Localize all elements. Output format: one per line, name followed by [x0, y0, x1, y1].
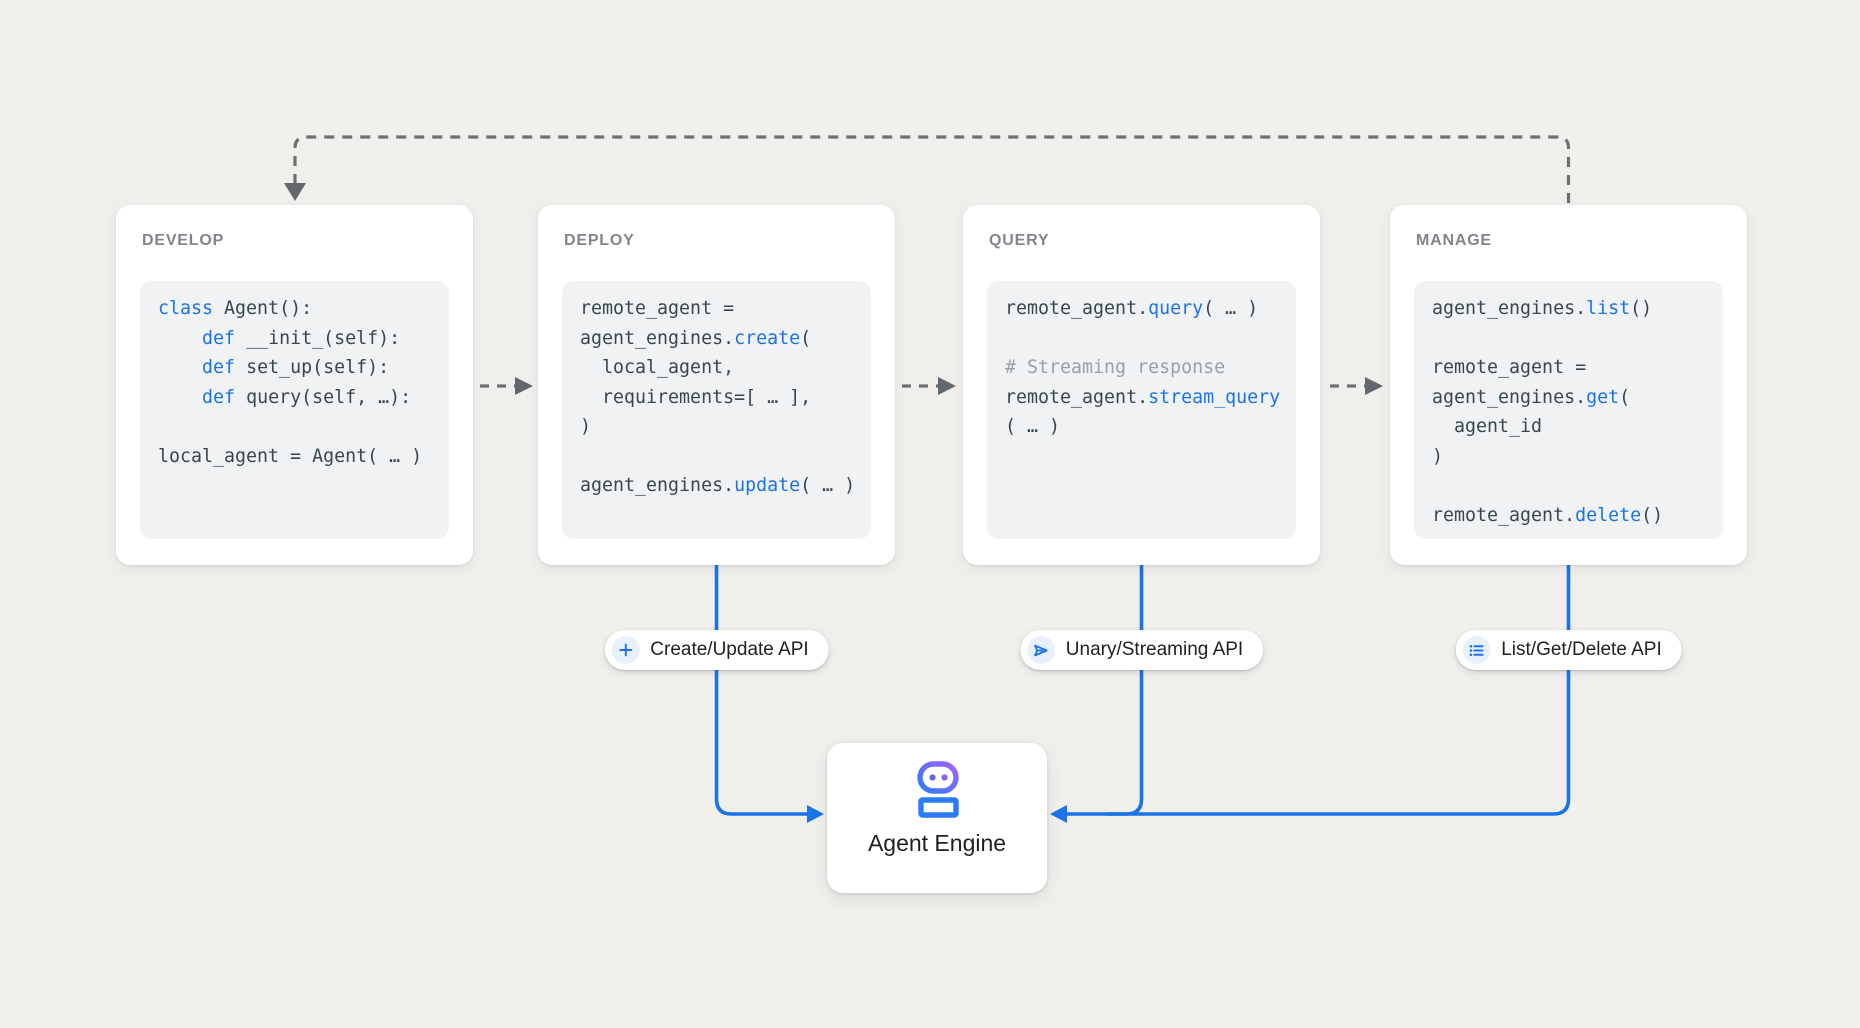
pill-create-update-api: Create/Update API: [604, 630, 829, 670]
deploy-to-engine-line: [714, 561, 809, 816]
manage-to-engine-line: [1065, 561, 1571, 816]
card-develop: DEVELOP class Agent(): def __init_(self)…: [116, 205, 473, 565]
arrow-develop-to-deploy-head-icon: [515, 377, 533, 395]
list-icon: [1462, 636, 1491, 664]
code-block-deploy: remote_agent =agent_engines.create( loca…: [562, 281, 871, 539]
pill-unary-streaming-api-label: Unary/Streaming API: [1065, 639, 1244, 660]
pill-unary-streaming-api: Unary/Streaming API: [1019, 630, 1264, 670]
arrow-deploy-to-query-head-icon: [938, 377, 956, 395]
loop-arrowhead-down-icon: [284, 183, 306, 201]
pill-list-get-delete-api-label: List/Get/Delete API: [1501, 639, 1662, 660]
card-manage: MANAGE agent_engines.list() remote_agent…: [1390, 205, 1747, 565]
plus-icon: [611, 636, 640, 664]
card-deploy: DEPLOY remote_agent =agent_engines.creat…: [538, 205, 895, 565]
code-block-manage: agent_engines.list() remote_agent =agent…: [1414, 281, 1723, 539]
card-manage-title: MANAGE: [1416, 232, 1492, 249]
query-manage-to-engine-arrowhead-icon: [1050, 805, 1067, 823]
send-icon: [1026, 636, 1055, 664]
pill-list-get-delete-api: List/Get/Delete API: [1455, 630, 1682, 670]
query-to-engine-line: [1106, 561, 1144, 816]
card-deploy-title: DEPLOY: [564, 232, 635, 249]
arrow-query-to-manage-head-icon: [1365, 377, 1383, 395]
robot-icon: [905, 758, 969, 824]
card-develop-title: DEVELOP: [142, 232, 225, 249]
code-block-query: remote_agent.query( … ) # Streaming resp…: [987, 281, 1296, 539]
agent-engine-label: Agent Engine: [867, 830, 1007, 856]
card-query-title: QUERY: [989, 232, 1050, 249]
card-query: QUERY remote_agent.query( … ) # Streamin…: [963, 205, 1320, 565]
pill-create-update-api-label: Create/Update API: [650, 639, 809, 660]
code-block-develop: class Agent(): def __init_(self): def se…: [140, 281, 449, 539]
loop-manage-to-develop-dashed-line: [293, 135, 1571, 203]
deploy-to-engine-arrowhead-icon: [807, 805, 824, 823]
agent-engine-node: Agent Engine: [827, 743, 1047, 893]
